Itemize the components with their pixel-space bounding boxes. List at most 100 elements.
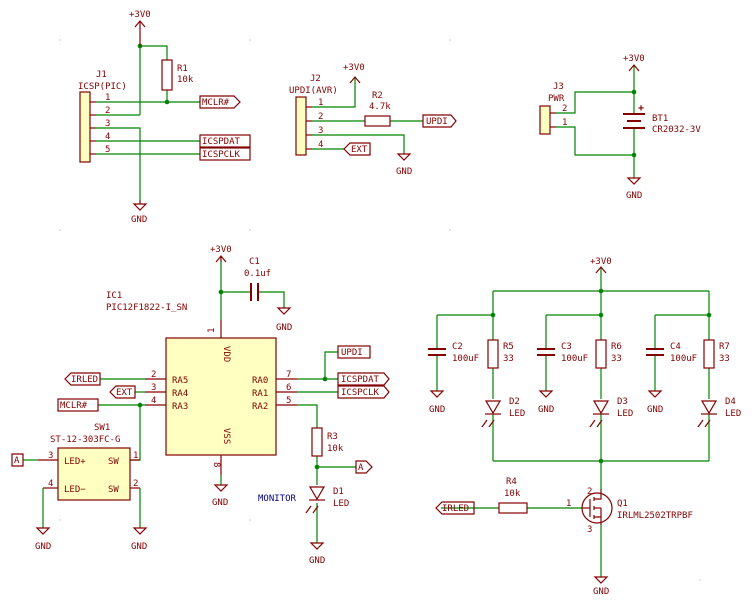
battery-plus-sign: + [638,103,644,114]
r6-ref: R6 [611,342,622,352]
vcc-bt1-label: +3V0 [623,54,645,64]
r7-value: 33 [719,354,730,364]
j3-ref: J3 [553,82,564,92]
j1-connector: J1 ICSP(PIC) 1 2 3 4 5 [78,70,127,163]
c4-ref: C4 [670,342,681,352]
icspclk-label-j1: ICSPCLK [199,147,251,161]
d4-value: LED [725,409,741,419]
j1-ref: J1 [96,70,107,80]
sw1-pin-2: 2 [133,479,138,489]
ext-net: EXT [351,145,368,155]
gnd-j1: GND [131,200,148,225]
j1-pin-5: 5 [105,145,110,155]
j3-value: PWR [548,94,565,104]
j3-wires [556,66,637,178]
icspclk-net: ICSPCLK [202,150,241,160]
c1-capacitor: C1 0.1uf [244,257,271,301]
icspdat-net: ICSPDAT [202,137,241,147]
icspdat-label-j1: ICSPDAT [199,134,251,148]
q1-ref: Q1 [617,499,628,509]
gnd-sw1-right: GND [131,527,148,552]
ic1-pin-5-num: 5 [286,396,291,406]
ic1-pin-ra0: RA0 [252,376,268,386]
r6-value: 33 [611,354,622,364]
bt1-battery: + BT1 CR2032-3V [623,103,701,135]
r5-value: 33 [503,354,514,364]
ext-label-ic1: EXT [109,385,136,399]
gnd-c1: GND [276,307,292,333]
j2-pin-2: 2 [318,112,323,122]
r6-resistor: R6 33 [595,339,622,369]
r7-resistor: R7 33 [703,339,730,369]
vcc-bt1: +3V0 [623,54,645,72]
q1-pin-1: 1 [566,499,571,509]
j1-pin-2: 2 [105,106,110,116]
j1-pin-4: 4 [105,132,110,142]
gnd-c2-label: GND [429,405,445,415]
gnd-bt1-label: GND [626,191,642,201]
q1-value: IRLML2502TRPBF [617,511,693,521]
r3-ref: R3 [327,432,338,442]
ic1-pin-ra3: RA3 [172,402,188,412]
j2-connector: J2 UPDI(AVR) 1 2 3 4 [289,74,338,156]
d3-ref: D3 [617,397,628,407]
ic1-pin-ra2: RA2 [252,402,268,412]
vcc-label: +3V0 [129,10,151,20]
gnd-d1: GND [309,542,325,566]
ic1-pin-1-num: 1 [207,328,217,333]
gnd-j2: GND [396,153,412,177]
vcc-j2-label: +3V0 [343,63,365,73]
updi-label-ic1: UPDI [337,345,371,359]
r2-ref: R2 [372,91,383,101]
ic1-pin-7-num: 7 [286,370,291,380]
d3-led: D3 LED [589,397,633,428]
j1-value: ICSP(PIC) [78,82,127,92]
ic1-ref: IC1 [106,291,122,301]
r1-resistor: R1 10k [161,59,194,91]
gnd-c3: GND [538,390,554,415]
r4-ref: R4 [506,477,517,487]
r3-resistor: R3 10k [311,427,344,457]
gnd-label: GND [131,215,147,225]
j1-wires [96,43,200,200]
d4-ref: D4 [725,397,736,407]
vcc-j2: +3V0 [343,63,365,84]
gnd-q1: GND [593,576,609,597]
d2-led: D2 LED [481,397,525,428]
c1-value: 0.1uf [244,269,271,279]
icspclk-net-ic1: ICSPCLK [341,388,380,398]
updi-net-ic1: UPDI [341,348,363,358]
j2-pin-4: 4 [318,140,323,150]
mclr-net-ic1: MCLR# [60,401,88,411]
q1-pin-2: 2 [587,487,592,497]
ic1-pin-4-num: 4 [151,396,156,406]
bt1-ref: BT1 [652,114,668,124]
sw1-led-minus: LED− [64,485,86,495]
ic1-chip: IC1 PIC12F1822-I_SN 2 3 4 RA5 RA4 RA3 7 … [106,291,297,475]
ic1-pin-2-num: 2 [151,370,156,380]
d3-value: LED [617,409,633,419]
c4-capacitor: C4 100uF [646,342,697,364]
d2-ref: D2 [509,397,520,407]
sw1-wires [23,459,141,528]
a-net-sw1: A [14,456,20,466]
updi-net: UPDI [426,117,448,127]
ext-label-j2: EXT [343,142,371,156]
c1-ref: C1 [249,257,260,267]
j2-value: UPDI(AVR) [289,86,338,96]
j2-ref: J2 [310,74,321,84]
updi-label-j2: UPDI [422,114,457,128]
vcc-leds: +3V0 [590,257,612,274]
mclr-label-ic1: MCLR# [57,398,99,412]
icspdat-label-ic1: ICSPDAT [337,372,390,386]
ic1-value: PIC12F1822-I_SN [106,303,187,313]
r1-value: 10k [177,75,194,85]
c2-capacitor: C2 100uF [428,342,479,364]
ic1-pin-vss: VSS [221,428,231,444]
c2-ref: C2 [452,342,463,352]
sw1-sw-1: SW [108,457,119,467]
gnd-c1-label: GND [276,323,292,333]
gnd-c2: GND [429,390,445,415]
c3-value: 100uF [561,354,588,364]
